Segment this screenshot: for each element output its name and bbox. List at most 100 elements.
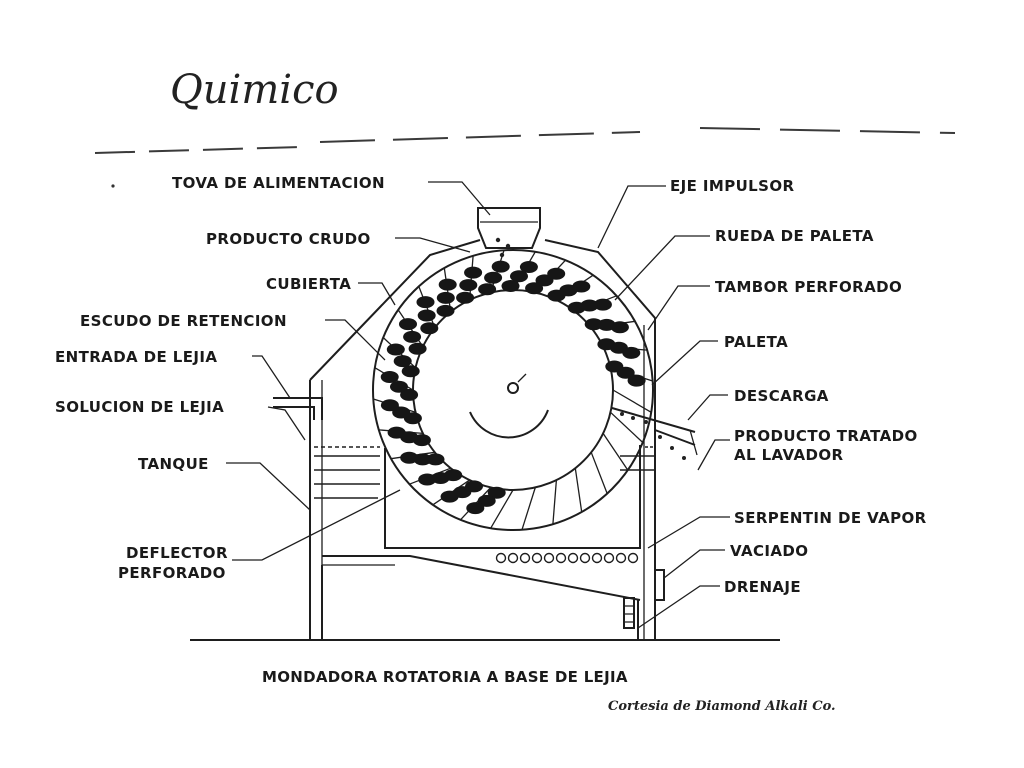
serpentin-vapor [495, 552, 639, 564]
label-producto-tratado-1: PRODUCTO TRATADO [734, 427, 918, 445]
producto-blob [420, 322, 439, 335]
label-tanque: TANQUE [138, 455, 209, 473]
paleta [552, 480, 558, 525]
producto-blob [390, 380, 408, 393]
producto-blob [436, 291, 455, 304]
drenaje-valve [623, 569, 665, 629]
paleta [602, 433, 629, 471]
producto-blob [491, 260, 510, 273]
serpentin-coil-loop [615, 552, 627, 564]
producto-blob [572, 280, 591, 293]
label-rueda: RUEDA DE PALETA [715, 227, 874, 245]
producto-blob [501, 280, 520, 292]
label-vaciado: VACIADO [730, 542, 808, 560]
figure-credit: Cortesia de Diamond Alkali Co. [608, 699, 836, 714]
producto-blob [519, 261, 538, 273]
label-serpentin: SERPENTIN DE VAPOR [734, 509, 927, 527]
label-producto-crudo: PRODUCTO CRUDO [206, 230, 371, 248]
paleta [612, 389, 652, 413]
serpentin-coil-loop [495, 552, 507, 564]
producto-blob [547, 267, 566, 280]
producto-blob [593, 298, 612, 311]
paleta [610, 411, 644, 443]
producto-blob [610, 321, 629, 334]
producto-blob [386, 343, 405, 356]
label-drenaje: DRENAJE [724, 578, 801, 596]
producto-blob [399, 318, 417, 331]
serpentin-coil-loop [531, 552, 543, 564]
producto-blob [387, 426, 406, 439]
label-tambor: TAMBOR PERFORADO [715, 278, 902, 296]
producto-blob [477, 494, 496, 507]
producto-blob [393, 355, 412, 368]
paleta [490, 489, 514, 529]
producto-blob [510, 270, 528, 283]
producto-blob [426, 453, 445, 466]
serpentin-coil-loop [591, 552, 603, 564]
serpentin-coil-loop [507, 552, 519, 564]
serpentin-coil-loop [555, 552, 567, 564]
descarga-chute [611, 407, 698, 460]
producto-blob [380, 371, 399, 383]
label-escudo: ESCUDO DE RETENCION [80, 312, 287, 330]
producto-blob [535, 274, 554, 287]
figure-caption: MONDADORA ROTATORIA A BASE DE LEJIA [262, 668, 628, 686]
label-deflector-1: DEFLECTOR [126, 544, 228, 562]
producto-blob [584, 318, 603, 331]
label-descarga: DESCARGA [734, 387, 829, 405]
producto-blob [403, 330, 422, 343]
rotation-arrow [469, 409, 549, 439]
producto-blob [418, 473, 437, 486]
top-rule [94, 127, 956, 154]
producto-blob [400, 451, 419, 464]
labels: TOVA DE ALIMENTACION PRODUCTO CRUDO CUBI… [55, 174, 927, 596]
producto-blob [417, 309, 436, 322]
label-solucion: SOLUCION DE LEJIA [55, 398, 224, 416]
producto-blob [525, 282, 544, 295]
label-paleta: PALETA [724, 333, 788, 351]
serpentin-coil-loop [627, 552, 639, 564]
label-entrada: ENTRADA DE LEJIA [55, 348, 217, 366]
speck [111, 184, 115, 188]
producto-blob [627, 374, 646, 387]
tova-hopper [477, 207, 541, 258]
producto-blob [438, 278, 457, 291]
label-tova: TOVA DE ALIMENTACION [172, 174, 385, 192]
serpentin-coil-loop [543, 552, 555, 564]
producto-blob [478, 283, 497, 296]
machine-drawing [190, 207, 780, 641]
serpentin-coil-loop [603, 552, 615, 564]
label-eje: EJE IMPULSOR [670, 177, 794, 195]
paleta [521, 487, 536, 530]
producto-blob [436, 304, 455, 317]
paleta [574, 468, 583, 513]
serpentin-coil-loop [519, 552, 531, 564]
hub-tick [517, 373, 527, 383]
deflector-perforado [322, 555, 641, 601]
heading-text: Quimico [170, 67, 339, 113]
producto-blob [487, 486, 506, 499]
producto-en-tambor [380, 260, 646, 515]
producto-blob [408, 342, 427, 355]
producto-blob [622, 346, 641, 359]
producto-blob [416, 296, 435, 309]
producto-blob [401, 365, 420, 378]
rueda-paleta-rim [372, 249, 654, 531]
legs [321, 565, 639, 640]
label-cubierta: CUBIERTA [266, 275, 351, 293]
producto-blob [400, 388, 419, 401]
producto-blob [466, 502, 485, 515]
producto-blob [440, 490, 459, 503]
producto-blob [484, 271, 503, 284]
paletas [373, 250, 653, 530]
producto-blob [580, 299, 599, 312]
serpentin-coil-loop [579, 552, 591, 564]
producto-blob [392, 406, 411, 419]
cubierta-inner [321, 325, 645, 640]
label-deflector-2: PERFORADO [118, 564, 226, 582]
producto-blob [616, 366, 635, 379]
label-producto-tratado-2: AL LAVADOR [734, 446, 844, 464]
paleta [590, 452, 608, 494]
producto-blob [413, 453, 432, 466]
